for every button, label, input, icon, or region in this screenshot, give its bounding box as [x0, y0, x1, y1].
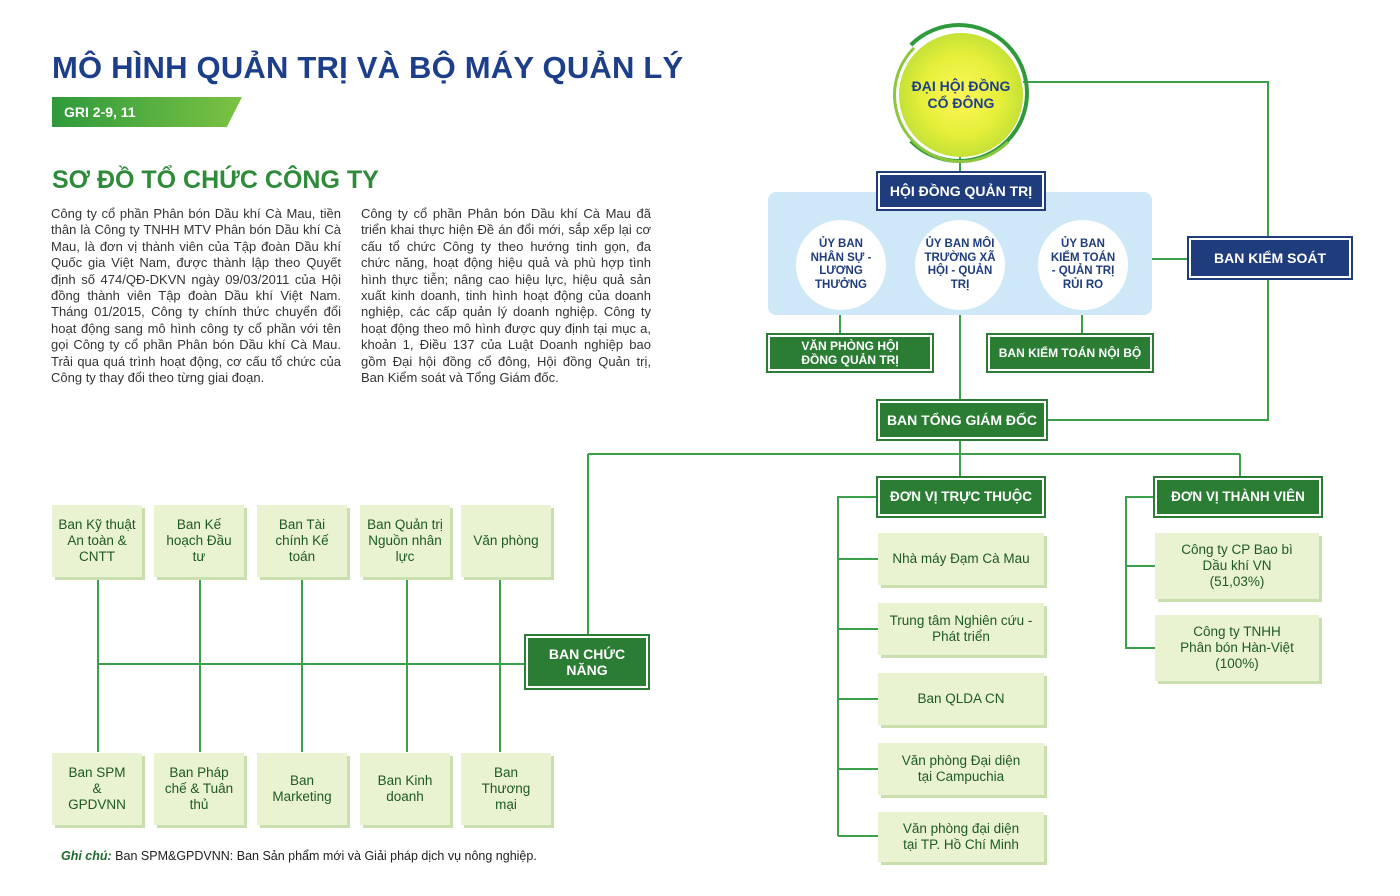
dept-finance-accounting-label: Ban Tài chính Kế toán — [275, 517, 329, 564]
dept-new-products: Ban SPM & GPDVNN — [52, 753, 142, 825]
dept-planning-investment-label: Ban Kế hoạch Đầu tư — [166, 517, 232, 564]
ceo-board: BAN TỔNG GIÁM ĐỐC — [876, 399, 1048, 441]
board-of-directors: HỘI ĐỒNG QUẢN TRỊ — [876, 171, 1046, 211]
affiliated-units-header: ĐƠN VỊ TRỰC THUỘC — [876, 476, 1046, 518]
member-unit-1: Công ty CP Bao bì Dầu khí VN (51,03%) — [1155, 533, 1319, 599]
supervisory-board: BAN KIỂM SOÁT — [1187, 236, 1353, 280]
footnote-text: Ban SPM&GPDVNN: Ban Sản phẩm mới và Giải… — [111, 849, 537, 863]
member-unit-1-label: Công ty CP Bao bì Dầu khí VN (51,03%) — [1181, 542, 1293, 589]
intro-paragraph-2: Công ty cổ phần Phân bón Dầu khí Cà Mau … — [361, 206, 651, 386]
dept-marketing: Ban Marketing — [257, 753, 347, 825]
dept-finance-accounting: Ban Tài chính Kế toán — [257, 505, 347, 577]
committee-hr-label: ỦY BAN NHÂN SỰ - LƯƠNG THƯỞNG — [810, 238, 872, 291]
dept-trading: Ban Thương mại — [461, 753, 551, 825]
functional-departments: BAN CHỨC NĂNG — [524, 634, 650, 690]
member-unit-2-label: Công ty TNHH Phân bón Hàn-Việt (100%) — [1180, 624, 1294, 671]
dept-new-products-label: Ban SPM & GPDVNN — [68, 765, 126, 812]
board-office-label: VĂN PHÒNG HỘI ĐỒNG QUẢN TRỊ — [801, 339, 899, 367]
affiliated-unit-2: Trung tâm Nghiên cứu - Phát triển — [878, 603, 1044, 655]
member-units-header: ĐƠN VỊ THÀNH VIÊN — [1153, 476, 1323, 518]
dept-legal-compliance-label: Ban Pháp chế & Tuân thủ — [164, 765, 234, 812]
committee-esg-label: ỦY BAN MÔI TRƯỜNG XÃ HỘI - QUẢN TRỊ — [924, 238, 996, 291]
section-title: SƠ ĐỒ TỔ CHỨC CÔNG TY — [52, 166, 379, 194]
internal-audit: BAN KIỂM TOÁN NỘI BỘ — [986, 333, 1154, 373]
dept-office: Văn phòng — [461, 505, 551, 577]
affiliated-unit-4: Văn phòng Đại diện tại Campuchia — [878, 743, 1044, 795]
functional-departments-label: BAN CHỨC NĂNG — [548, 646, 626, 678]
affiliated-unit-5-label: Văn phòng đại diện tại TP. Hồ Chí Minh — [902, 821, 1020, 852]
committee-esg: ỦY BAN MÔI TRƯỜNG XÃ HỘI - QUẢN TRỊ — [915, 220, 1005, 310]
affiliated-unit-4-label: Văn phòng Đại diện tại Campuchia — [901, 753, 1021, 784]
dept-sales: Ban Kinh doanh — [360, 753, 450, 825]
footnote: Ghi chú: Ban SPM&GPDVNN: Ban Sản phẩm mớ… — [61, 849, 537, 863]
affiliated-unit-3: Ban QLDA CN — [878, 673, 1044, 725]
board-office: VĂN PHÒNG HỘI ĐỒNG QUẢN TRỊ — [766, 333, 934, 373]
dept-legal-compliance: Ban Pháp chế & Tuân thủ — [154, 753, 244, 825]
gri-tag: GRI 2-9, 11 — [52, 97, 242, 127]
dept-marketing-label: Ban Marketing — [272, 773, 332, 804]
intro-paragraph-1: Công ty cổ phần Phân bón Dầu khí Cà Mau,… — [51, 206, 341, 386]
shareholders-meeting: ĐẠI HỘI ĐỒNG CỔ ĐÔNG — [899, 33, 1023, 157]
dept-sales-label: Ban Kinh doanh — [377, 773, 433, 804]
dept-technical-safety-it-label: Ban Kỹ thuật An toàn & CNTT — [58, 517, 136, 564]
dept-trading-label: Ban Thương mại — [481, 765, 531, 812]
shareholders-label: ĐẠI HỘI ĐỒNG CỔ ĐÔNG — [911, 78, 1011, 111]
committee-audit: ỦY BAN KIỂM TOÁN - QUẢN TRỊ RỦI RO — [1038, 220, 1128, 310]
dept-human-resources: Ban Quản trị Nguồn nhân lực — [360, 505, 450, 577]
dept-technical-safety-it: Ban Kỹ thuật An toàn & CNTT — [52, 505, 142, 577]
gri-label: GRI 2-9, 11 — [64, 104, 136, 120]
dept-planning-investment: Ban Kế hoạch Đầu tư — [154, 505, 244, 577]
committee-audit-label: ỦY BAN KIỂM TOÁN - QUẢN TRỊ RỦI RO — [1050, 238, 1116, 291]
page-title: MÔ HÌNH QUẢN TRỊ VÀ BỘ MÁY QUẢN LÝ — [52, 50, 684, 85]
footnote-label: Ghi chú: — [61, 849, 112, 863]
affiliated-unit-2-label: Trung tâm Nghiên cứu - Phát triển — [889, 613, 1033, 644]
affiliated-unit-5: Văn phòng đại diện tại TP. Hồ Chí Minh — [878, 812, 1044, 862]
committee-hr: ỦY BAN NHÂN SỰ - LƯƠNG THƯỞNG — [796, 220, 886, 310]
shareholders-inner-ring — [893, 27, 1029, 163]
member-unit-2: Công ty TNHH Phân bón Hàn-Việt (100%) — [1155, 615, 1319, 681]
dept-human-resources-label: Ban Quản trị Nguồn nhân lực — [367, 517, 443, 564]
affiliated-unit-1: Nhà máy Đạm Cà Mau — [878, 533, 1044, 585]
